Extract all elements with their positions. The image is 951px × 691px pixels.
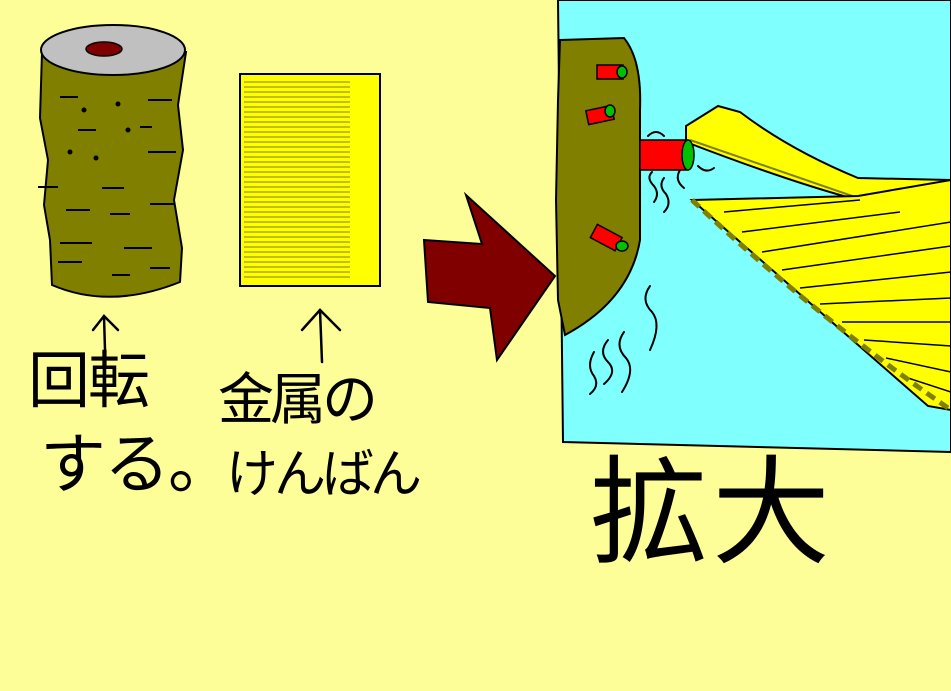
zoomed-pins [584,64,695,252]
label-metal: 金属の [218,368,378,433]
cylinder-body [38,51,188,298]
zoom-tine-line [781,245,951,271]
label-rotate: 回転 [28,344,150,417]
label-zoom: 拡大 [590,444,835,582]
zoom-arrow [422,191,557,363]
cylinder-pins [38,96,176,276]
zoom-tine-line [863,339,951,347]
rotating-cylinder [38,24,188,298]
tine-base-edge [690,198,951,413]
vibration-marks [589,131,715,395]
tine-comb-body [689,178,951,412]
label-rotate-suffix: する。 [40,426,234,503]
tine-upper [685,104,951,201]
zoom-tine-line [907,377,951,393]
tine-upper-edge [689,139,859,199]
zoom-tine-lines [723,199,951,393]
zoomed-view [554,0,951,454]
up-arrow-cylinder [91,314,120,352]
zoom-tine-line [799,271,951,289]
cylinder-hole [85,41,123,57]
comb-tines-lines [244,81,350,278]
zoomed-cylinder [554,36,642,337]
zoom-tine-line [741,211,901,233]
zoom-tine-line [723,199,861,213]
zoom-tine-line [885,357,951,373]
label-keyboard: けんばん [226,445,422,505]
zoom-tine-line [819,297,951,305]
up-arrow-comb [300,308,342,364]
metal-comb [239,73,381,287]
zoom-tine-line [761,221,951,253]
